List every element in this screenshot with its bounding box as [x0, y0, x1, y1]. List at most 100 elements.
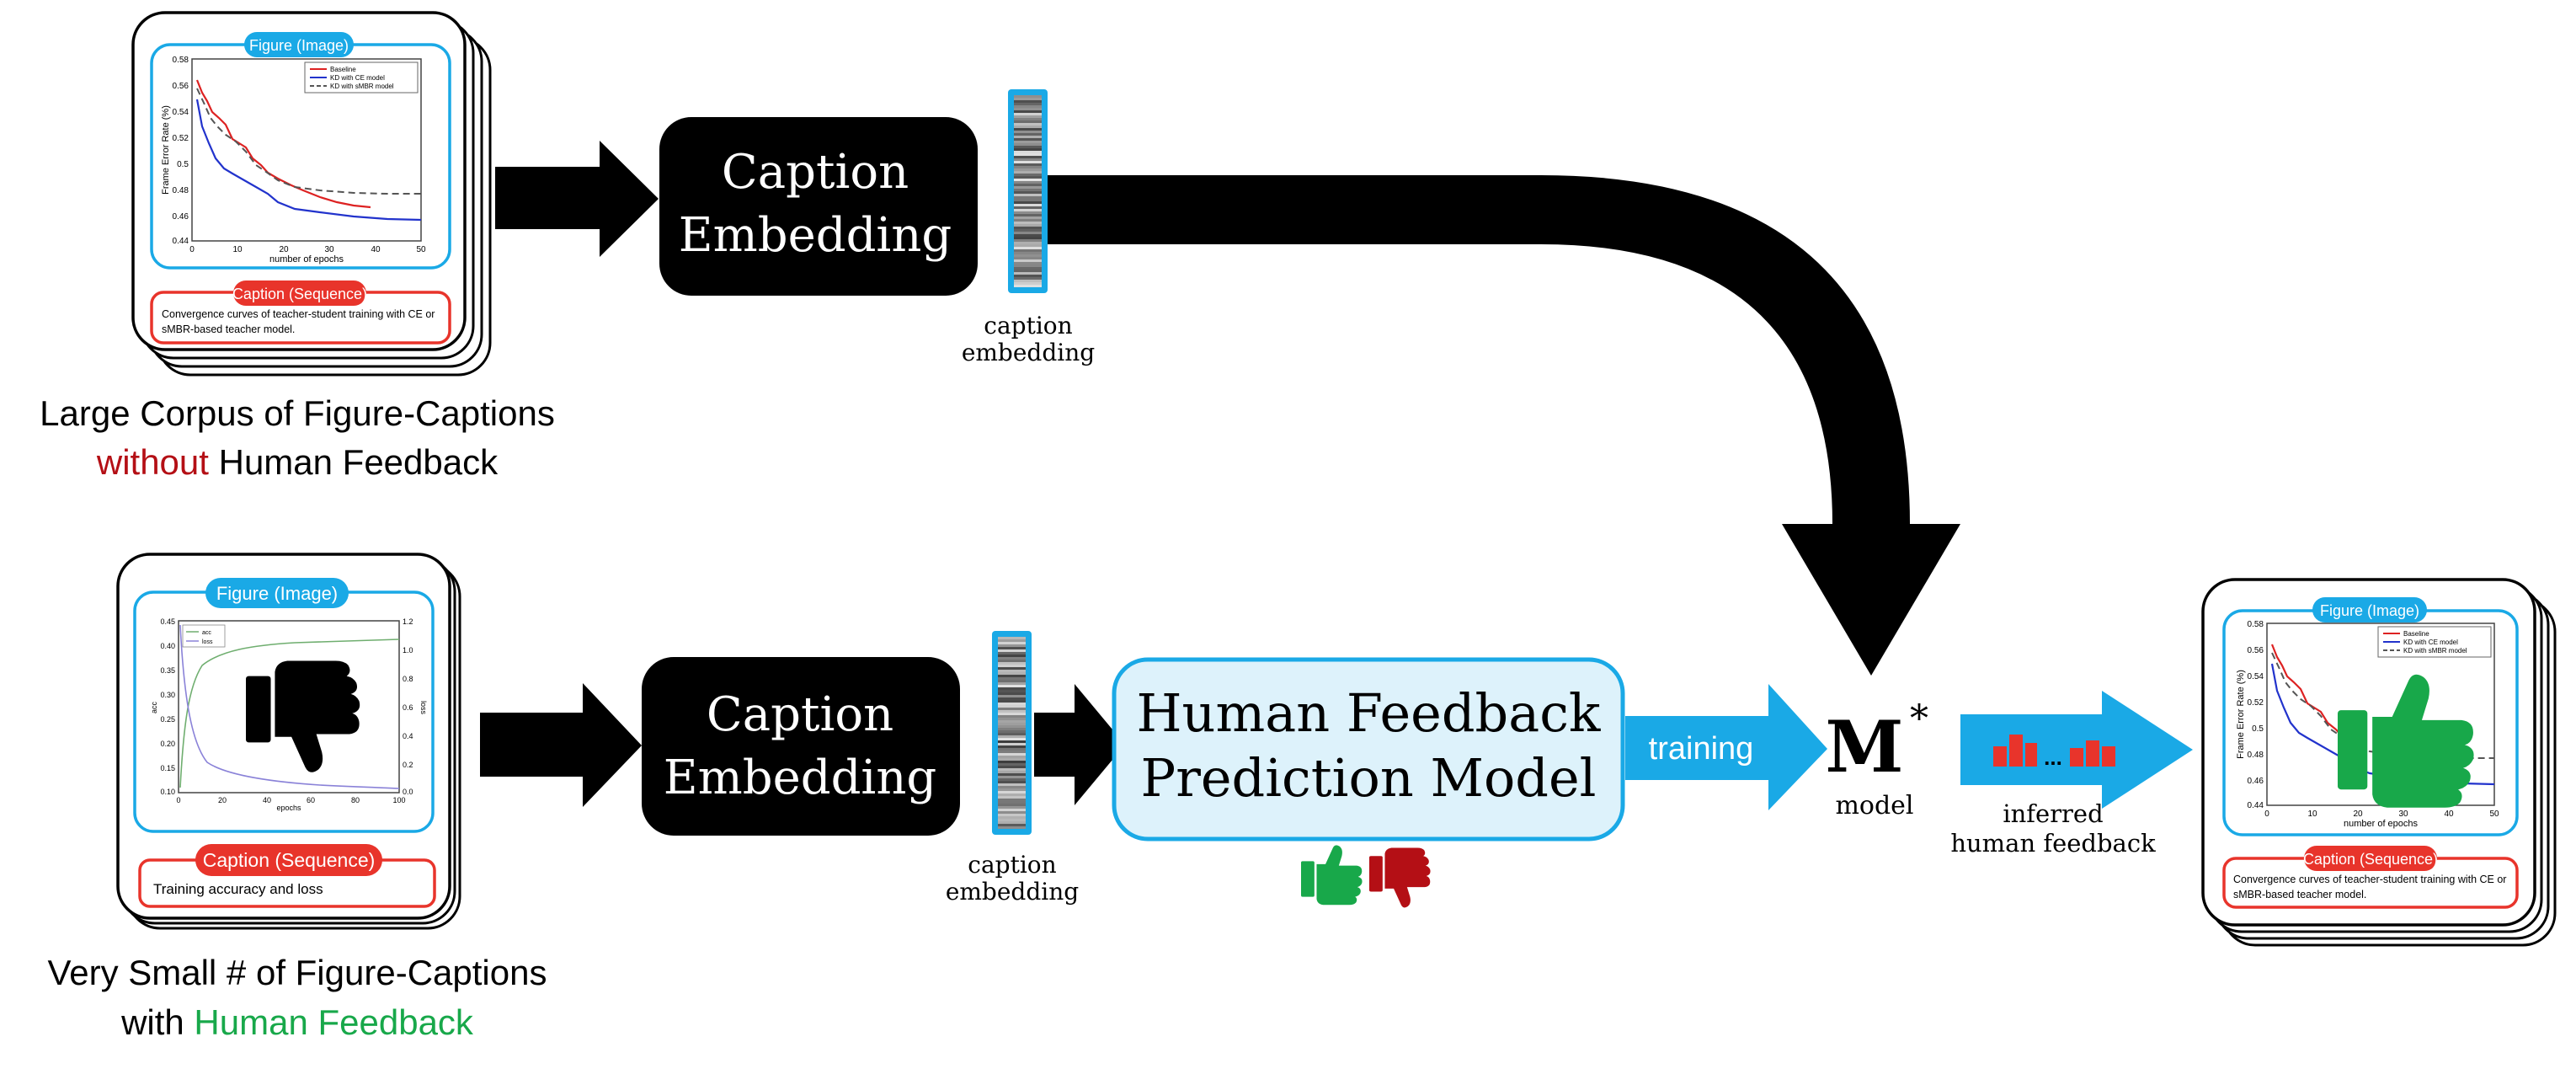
vector-stripe: [1014, 108, 1042, 110]
model-symbol: M: [1826, 705, 1904, 788]
vector-stripe: [998, 743, 1026, 745]
vector-stripe: [998, 740, 1026, 743]
bottom-vector-label-line1: caption: [968, 851, 1056, 879]
vector-stripe: [1014, 120, 1042, 123]
mini-plot-frame-error: 0.58 0.56 0.54 0.52 0.5 0.48 0.46 0.44 0…: [2236, 620, 2499, 829]
vector-stripe: [1014, 131, 1042, 133]
vector-stripe: [998, 670, 1026, 672]
vector-stripe: [998, 665, 1026, 667]
y-tick-label: 0.35: [160, 666, 175, 675]
vector-stripe: [1014, 194, 1042, 196]
y-tick-label: 0.5: [177, 160, 189, 169]
x-tick-label: 0: [2264, 810, 2269, 819]
vector-stripe: [1014, 219, 1042, 222]
bottom-vector-label-line2: embedding: [946, 878, 1079, 906]
vector-stripe: [998, 748, 1026, 751]
vector-stripe: [1014, 143, 1042, 146]
vector-stripe: [998, 677, 1026, 680]
y-tick-label: 0.5: [2252, 724, 2264, 734]
x-axis-label: epochs: [276, 804, 301, 812]
vector-stripe: [1014, 184, 1042, 186]
vector-stripe: [998, 695, 1026, 697]
vector-stripe: [1014, 133, 1042, 136]
y-tick-label: 0.44: [173, 237, 189, 246]
vector-stripe: [1014, 280, 1042, 282]
vector-stripe: [1014, 211, 1042, 214]
x-tick-label: 50: [2489, 810, 2499, 819]
vector-stripe: [1014, 275, 1042, 277]
prediction-model-line1: Human Feedback: [1136, 682, 1600, 744]
vector-stripe: [998, 793, 1026, 796]
legend-entry: Baseline: [330, 66, 356, 73]
vector-stripe: [998, 697, 1026, 700]
vector-stripe: [998, 703, 1026, 705]
vector-stripe: [998, 801, 1026, 804]
vector-stripe: [998, 723, 1026, 725]
figure-tag: Figure (Image): [249, 37, 349, 54]
bottom-caption-embedding-box: Caption Embedding: [642, 657, 960, 836]
large-corpus-label-line1: Large Corpus of Figure-Captions: [40, 393, 555, 433]
vector-stripe: [1014, 191, 1042, 194]
small-corpus-label: Very Small # of Figure-Captions with Hum…: [48, 953, 547, 1042]
vector-stripe: [1014, 98, 1042, 100]
y-tick-label: 0.20: [160, 740, 175, 748]
y-tick-label: 0.30: [160, 691, 175, 699]
vector-stripe: [998, 637, 1026, 639]
curve-loss: [179, 624, 400, 789]
caption-tag: Caption (Sequence): [2303, 851, 2438, 868]
vector-stripe: [1014, 232, 1042, 234]
prediction-model-line2: Prediction Model: [1140, 747, 1596, 809]
y-tick-label: 0.40: [160, 642, 175, 650]
arrow-icon: [495, 141, 659, 257]
vector-stripes: [998, 637, 1026, 829]
vector-stripe: [998, 639, 1026, 642]
vector-stripe: [998, 753, 1026, 756]
vector-stripe: [998, 649, 1026, 652]
vector-stripe: [998, 647, 1026, 649]
vector-stripe: [1014, 158, 1042, 161]
x-tick-label: 0: [176, 796, 180, 804]
vector-stripe: [998, 690, 1026, 692]
vector-stripe: [1014, 285, 1042, 287]
inferred-arrow: ... inferred human feedback: [1950, 691, 2193, 858]
vector-stripe: [998, 745, 1026, 748]
legend-entry: KD with sMBR model: [330, 83, 394, 90]
vector-stripe: [1014, 138, 1042, 141]
vector-stripe: [1014, 179, 1042, 181]
vector-stripe: [998, 655, 1026, 657]
vector-stripe: [1014, 189, 1042, 191]
top-vector-label-line2: embedding: [962, 339, 1095, 366]
vector-stripe: [1014, 103, 1042, 105]
x-tick-labels: 0 20 40 60 80 100: [176, 796, 405, 804]
vector-stripe: [1014, 201, 1042, 204]
vector-stripe: [1014, 174, 1042, 176]
large-corpus-label-rest: Human Feedback: [209, 442, 499, 482]
vector-stripe: [1014, 204, 1042, 206]
y-tick-label: 0.10: [160, 788, 175, 796]
vector-stripe: [1014, 206, 1042, 209]
vector-stripe: [1014, 186, 1042, 189]
vector-stripe: [998, 768, 1026, 771]
vector-stripe: [998, 675, 1026, 677]
prediction-model-box: Human Feedback Prediction Model: [1112, 657, 1625, 842]
vector-stripe: [998, 811, 1026, 814]
vector-stripe: [1014, 239, 1042, 242]
x-tick-label: 20: [279, 245, 289, 254]
vector-stripe: [1014, 153, 1042, 156]
vector-stripe: [1014, 95, 1042, 98]
vector-stripe: [1014, 128, 1042, 131]
mini-plot-frame-error: 0.58 0.56 0.54 0.52 0.5 0.48 0.46 0.44 0…: [161, 56, 426, 264]
vector-stripe: [1014, 148, 1042, 151]
y-axis-label: acc: [150, 702, 158, 714]
legend-entry: acc: [202, 630, 211, 636]
vector-stripe: [998, 657, 1026, 660]
legend-entry: Baseline: [2403, 630, 2429, 638]
vector-stripe: [1014, 272, 1042, 275]
vector-stripe: [1014, 163, 1042, 166]
vector-stripe: [998, 715, 1026, 718]
model-superscript: *: [1910, 697, 1928, 740]
y2-tick-label: 0.4: [403, 732, 413, 740]
vector-stripe: [998, 642, 1026, 644]
vector-stripe: [998, 776, 1026, 778]
vector-stripe: [998, 652, 1026, 655]
